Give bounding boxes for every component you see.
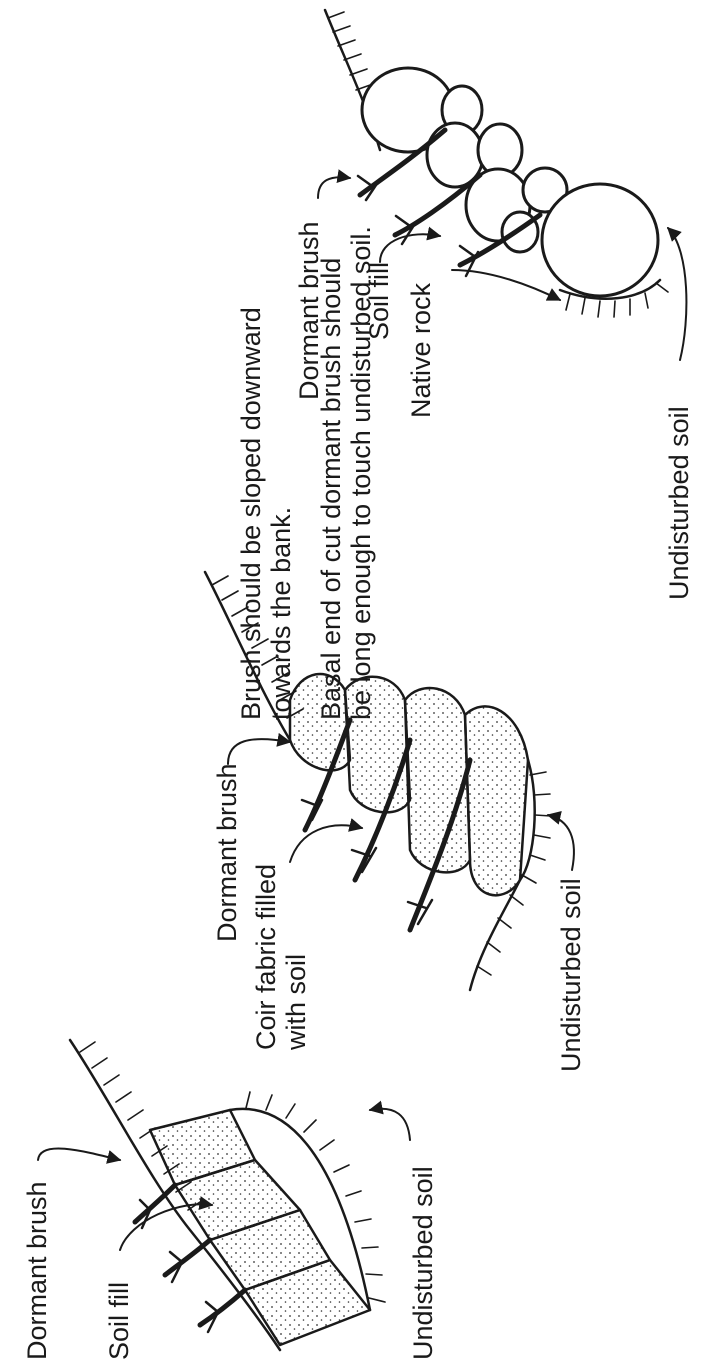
arrow-undisturbed-soil — [548, 815, 574, 870]
soil-label-undisturbed-soil: Undisturbed soil — [408, 1166, 438, 1360]
label-dormant-brush: Dormant brush — [22, 1181, 52, 1360]
arrow-dormant-brush — [318, 177, 350, 198]
coir-label-undisturbed-soil: Undisturbed soil — [556, 878, 586, 1072]
coir-fabric-roll — [405, 688, 470, 872]
coir-label-coir-fabric: Coir fabric filled with soil — [251, 864, 311, 1051]
label-undisturbed-soil: Undisturbed soil — [408, 1166, 438, 1360]
arrow-native-rock — [452, 270, 560, 300]
label-coir-line-1: Coir fabric filled — [251, 864, 281, 1050]
rock-label-dormant-brush: Dormant brush — [294, 221, 324, 400]
note-line-2: towards the bank. — [266, 507, 296, 720]
dormant-brush — [200, 1290, 245, 1325]
soil-label-soil-fill: Soil fill — [104, 1282, 134, 1360]
arrow-undisturbed-soil — [668, 228, 686, 360]
label-dormant-brush: Dormant brush — [212, 763, 242, 942]
soil-label-dormant-brush: Dormant brush — [22, 1181, 52, 1360]
native-rock — [542, 184, 658, 296]
label-soil-fill: Soil fill — [104, 1282, 134, 1360]
arrow-coir-fabric — [290, 825, 362, 862]
panel-soil-fill: Dormant brush Soil fill Undisturbed soil — [22, 1040, 438, 1360]
rock-label-undisturbed-soil: Undisturbed soil — [664, 406, 694, 600]
dormant-brush — [165, 1240, 210, 1275]
coir-label-dormant-brush: Dormant brush — [212, 763, 242, 942]
label-dormant-brush: Dormant brush — [294, 221, 324, 400]
rock-label-soil-fill: Soil fill — [364, 262, 394, 340]
coir-fabric-roll — [345, 677, 410, 813]
label-soil-fill: Soil fill — [364, 262, 394, 340]
coir-fabric-roll — [465, 706, 528, 895]
arrow-dormant-brush — [228, 739, 290, 764]
note-line-1: Brush should be sloped downward — [236, 307, 266, 720]
rock-label-native-rock: Native rock — [406, 282, 436, 418]
arrow-dormant-brush — [38, 1148, 120, 1160]
arrow-undisturbed-soil — [370, 1109, 410, 1140]
label-undisturbed-soil: Undisturbed soil — [664, 406, 694, 600]
label-coir-line-2: with soil — [281, 954, 311, 1051]
label-undisturbed-soil: Undisturbed soil — [556, 878, 586, 1072]
coir-fabric-roll — [290, 674, 350, 770]
arrow-soil-fill — [380, 234, 440, 262]
label-native-rock: Native rock — [406, 282, 436, 418]
